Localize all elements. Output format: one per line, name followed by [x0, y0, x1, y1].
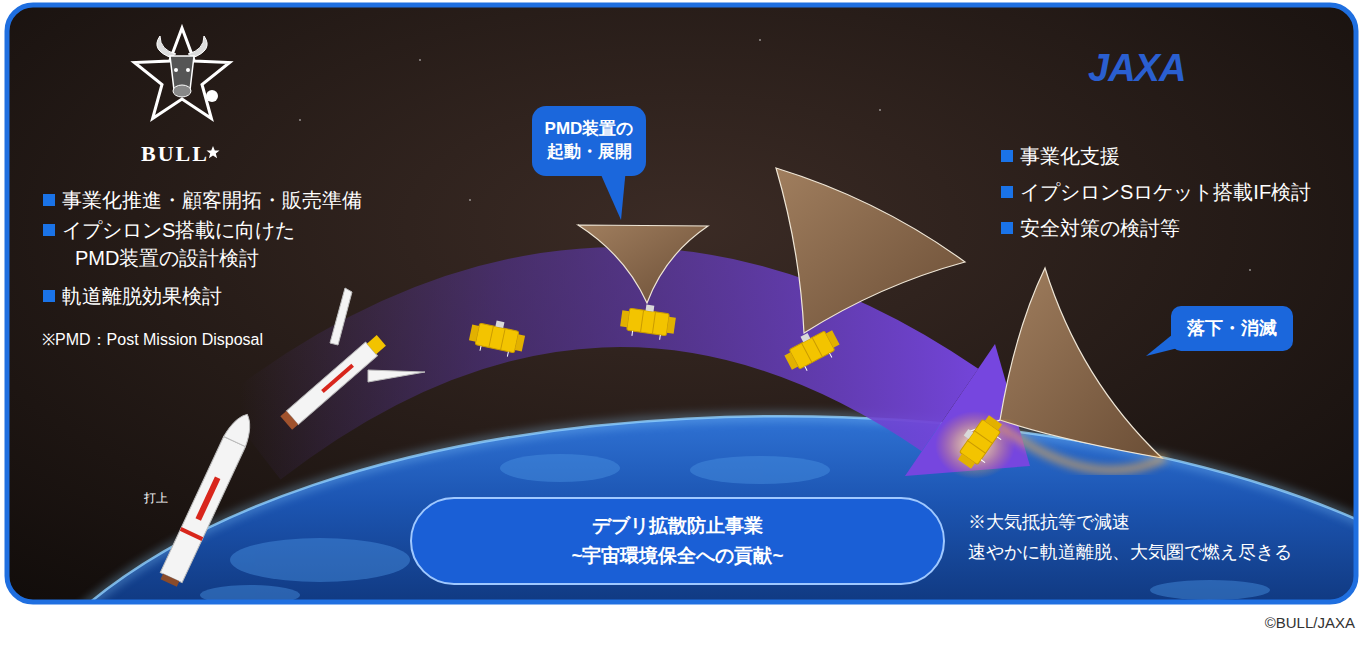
stars [299, 39, 1251, 271]
sail-part [1000, 268, 1162, 458]
frame-border [7, 5, 1356, 602]
bullet-square [43, 150, 1013, 302]
upper-stage-part [286, 342, 377, 424]
node-text: ~宇宙環境保全への貢献~ [571, 541, 783, 571]
task-item: イプシロンSロケット搭載IF検討 [1020, 178, 1311, 206]
task-item: 軌道離脱効果検討 [62, 282, 222, 310]
node-text: デブリ拡散防止事業 [592, 511, 763, 541]
bull-logo-part [206, 90, 218, 102]
node-text: PMD装置の 起動・展開 [544, 118, 634, 164]
fairing-part [330, 288, 352, 345]
callout-bubble: PMD装置の 起動・展開 [532, 106, 646, 176]
bull-logo-part [134, 28, 229, 119]
atmosphere-line [40, 416, 1356, 602]
bull-logo [134, 28, 229, 158]
satellite [780, 322, 843, 376]
bull-logo-part [157, 36, 176, 58]
sail [578, 168, 1162, 458]
earth [7, 416, 1356, 602]
continents-part [500, 454, 620, 482]
satellite [951, 410, 1009, 473]
reentry-glow [935, 411, 1165, 479]
footnote: ※PMD：Post Mission Disposal [42, 329, 263, 351]
satellite [467, 316, 527, 360]
bullet-square-part [1001, 222, 1013, 234]
continents-part [690, 456, 830, 484]
bullet-square-part [43, 290, 55, 302]
bullet-square-part [1001, 186, 1013, 198]
bull-logo-part [173, 85, 191, 97]
stars-part [759, 39, 761, 41]
launch-rocket-part [224, 409, 258, 446]
project-banner: デブリ拡散防止事業~宇宙環境保全への貢献~ [410, 497, 945, 585]
note: ※大気抵抗等で減速 速やかに軌道離脱、大気圏で燃え尽きる [968, 508, 1294, 567]
task-item: 事業化推進・顧客開拓・販売準備 [62, 186, 362, 214]
fairing-part [368, 370, 425, 382]
reentry-glow-part [998, 424, 1165, 470]
task-item: 安全対策の検討等 [1020, 214, 1180, 242]
launch-rocket-part [196, 477, 221, 521]
stars-part [879, 109, 881, 111]
scene [7, 5, 1356, 602]
logo-wordmark: JAXA [1088, 42, 1185, 95]
upper-stage-part [321, 364, 354, 393]
bullet-square-part [43, 224, 55, 236]
sail-part [578, 225, 708, 303]
bull-logo-part [188, 36, 207, 58]
node-text: 落下・消滅 [1187, 316, 1277, 340]
bull-logo-part [174, 68, 178, 72]
callout-bubble: 落下・消滅 [1171, 306, 1293, 351]
sail-part [776, 168, 965, 333]
upper-stage-part [280, 411, 298, 430]
orbit-arc [250, 297, 950, 440]
stars-part [419, 59, 421, 61]
continents-part [1150, 580, 1270, 600]
continents-part [200, 585, 300, 602]
satellite [619, 301, 677, 341]
logo-wordmark: BULL [141, 139, 209, 170]
continents-part [230, 538, 410, 582]
bullet-square-part [43, 194, 55, 206]
copyright-caption: ©BULL/JAXA [1265, 613, 1355, 633]
launch-label: 打上 [144, 490, 168, 507]
launch-rocket-part [180, 527, 203, 541]
atmosphere-glow [40, 416, 1356, 602]
launch-rocket-part [160, 574, 179, 587]
task-item: 事業化支援 [1020, 142, 1120, 170]
upper-stage-part [367, 335, 386, 354]
launch-rocket [158, 409, 258, 588]
task-item: イプシロンS搭載に向けた PMD装置の設計検討 [62, 216, 310, 272]
stars-part [1249, 269, 1251, 271]
bullet-square-part [1001, 150, 1013, 162]
launch-rocket-part [160, 436, 245, 582]
stars-part [299, 119, 301, 121]
fairing [330, 288, 425, 382]
reentry-glow-part [935, 411, 1015, 479]
bull-logo-part [186, 68, 190, 72]
stars-part [469, 199, 471, 201]
